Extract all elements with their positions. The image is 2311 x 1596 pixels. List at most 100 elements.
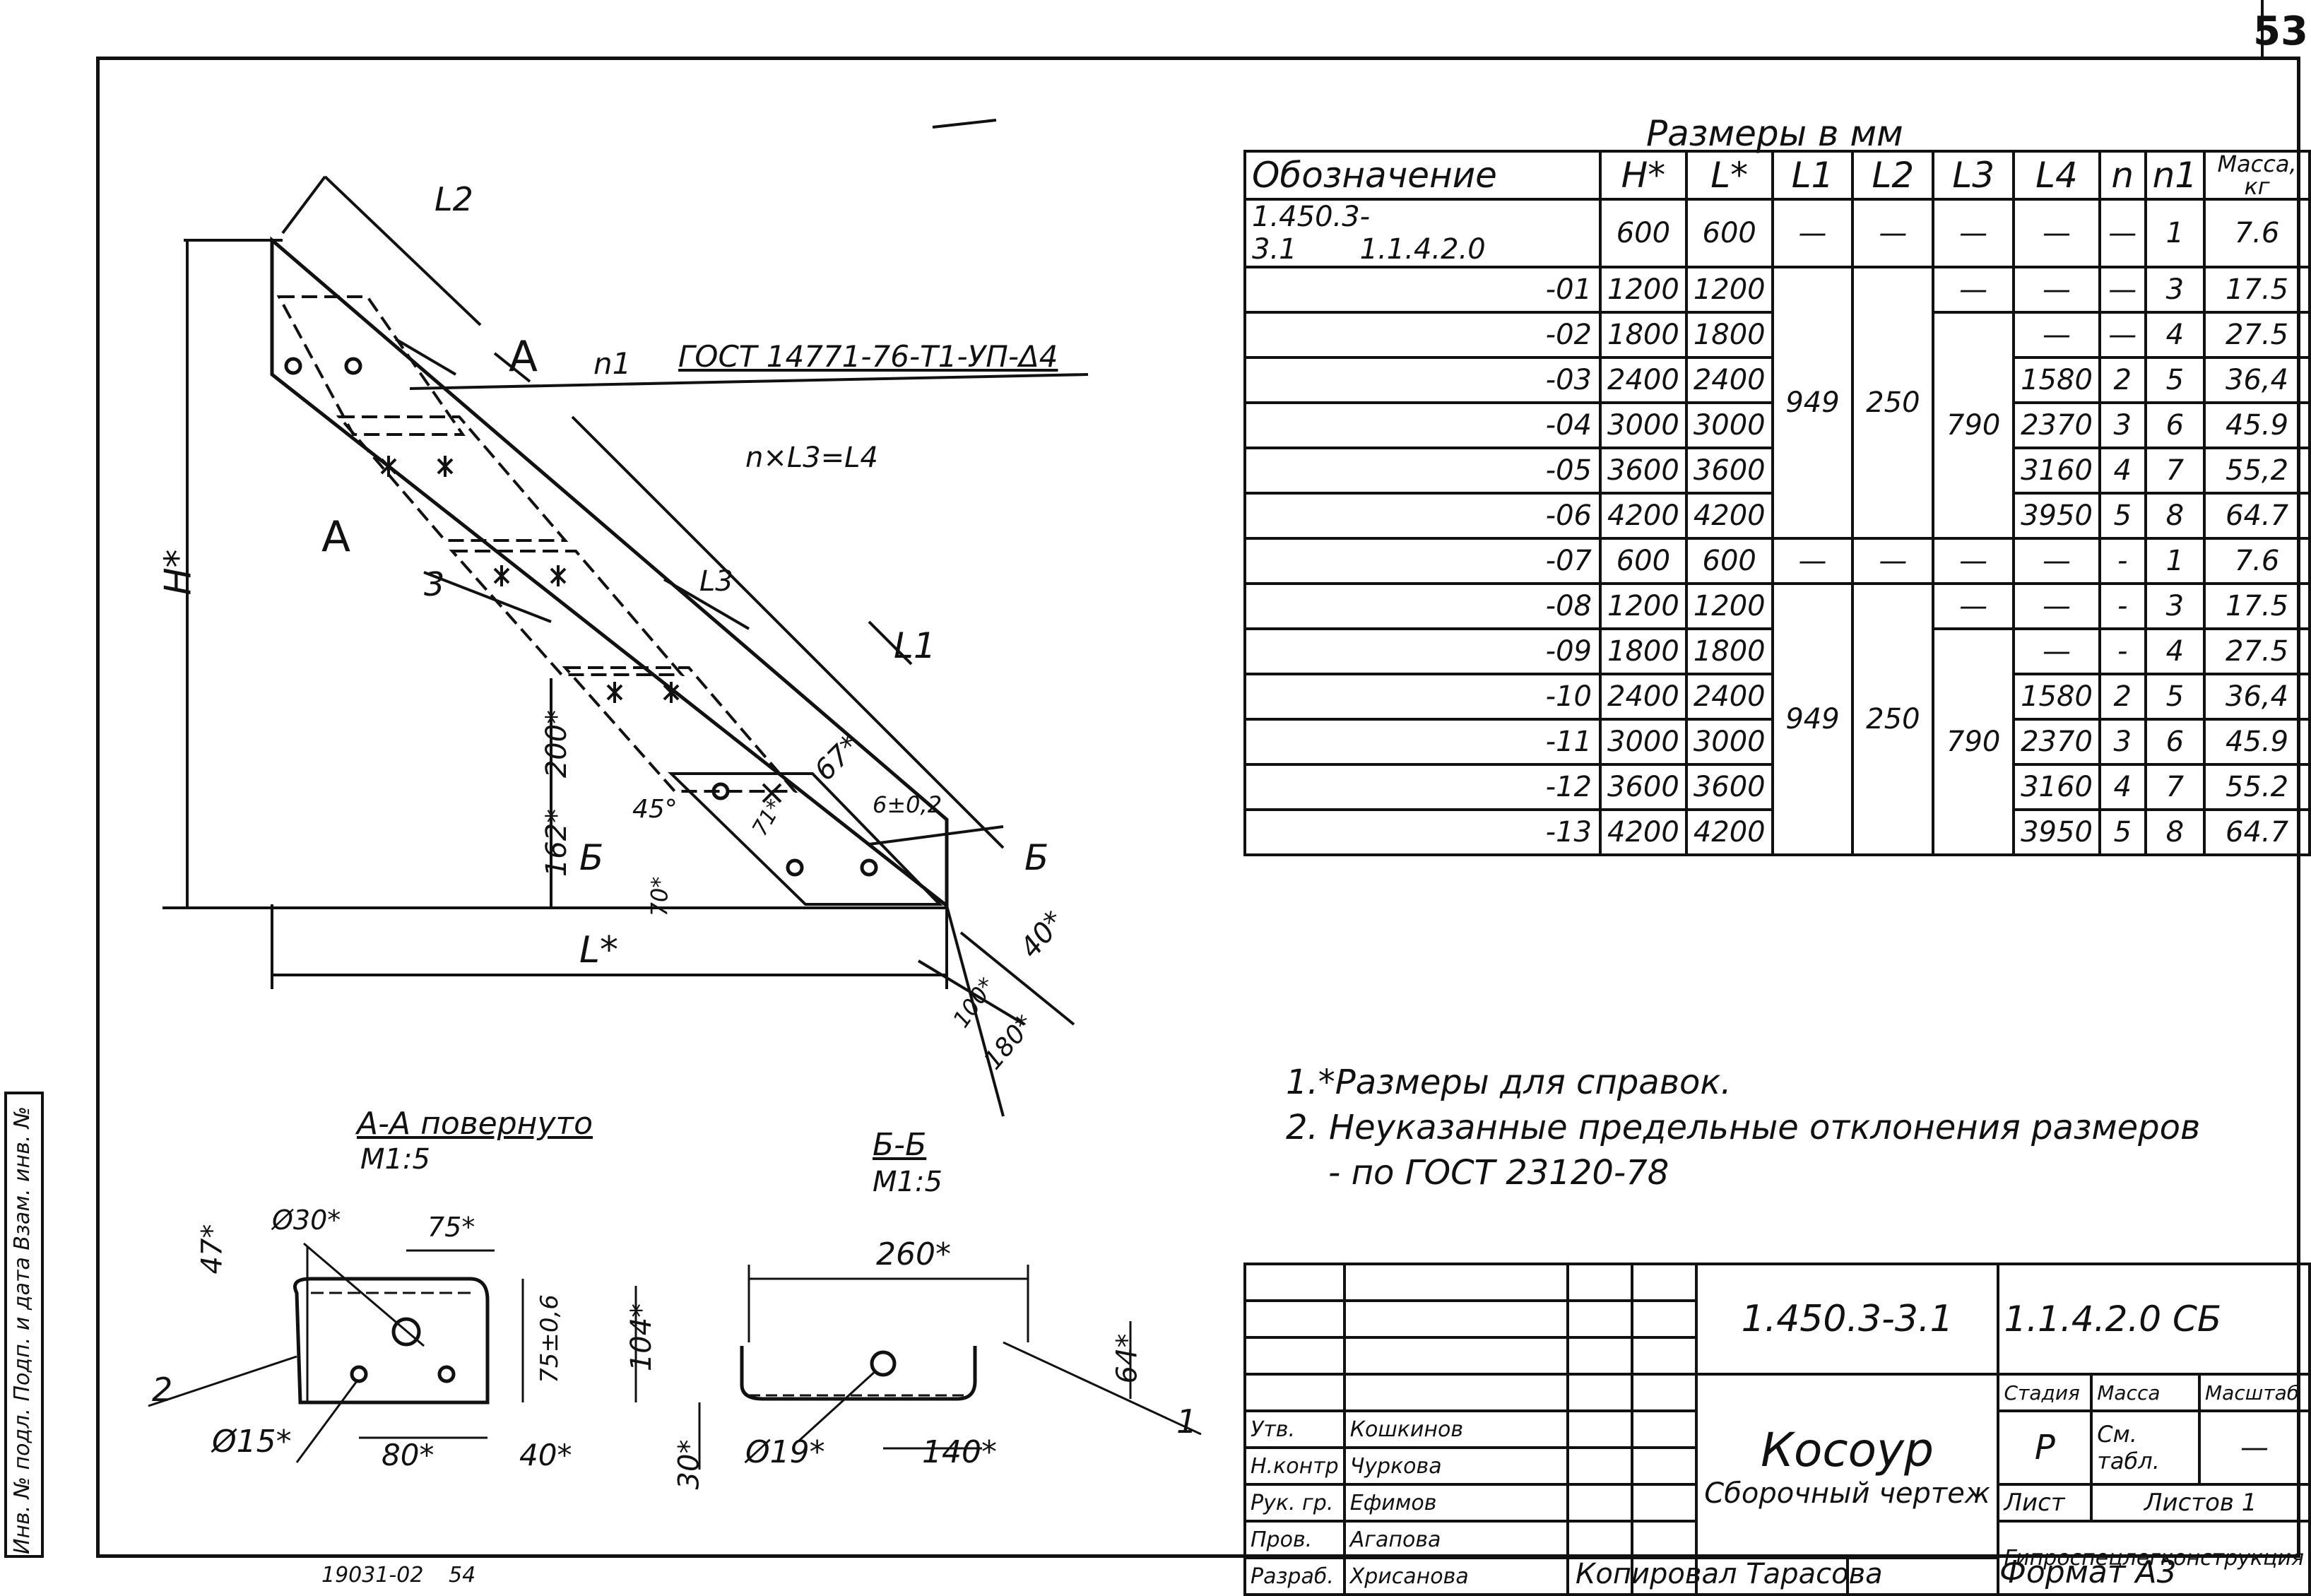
cell-L4: 3160 — [2012, 447, 2101, 495]
cell-mass: 36,4 — [2203, 356, 2311, 404]
cell-L3: — — [1932, 537, 2016, 585]
cell-H: 3000 — [1599, 718, 1688, 766]
aa-dim-40: 40* — [519, 1438, 572, 1472]
designation-doc: 1.1.4.2.0 — [1359, 233, 1486, 266]
cell-mass: 45.9 — [2203, 718, 2311, 766]
cell-L4: — — [2012, 266, 2101, 314]
cell-mass: 27.5 — [2203, 627, 2311, 675]
angle-45: 45° — [632, 795, 678, 824]
cell-L: 2400 — [1684, 673, 1774, 721]
cell-n: 2 — [2098, 356, 2147, 404]
cell-n1: 6 — [2144, 718, 2206, 766]
section-aa-scale: М1:5 — [360, 1143, 430, 1176]
cell-L4: 1580 — [2012, 673, 2101, 721]
cell-H: 2400 — [1599, 673, 1688, 721]
tb-name: Косоур — [1761, 1422, 1934, 1477]
sizes-caption: Размеры в мм — [1646, 113, 1903, 154]
tb-subname: Сборочный чертеж — [1704, 1477, 1990, 1510]
cell-H: 600 — [1599, 537, 1688, 585]
table-row: 1.450.3-3.1 1.1.4.2.0 600 600 — — — — — … — [1243, 198, 2311, 268]
row-designation: -12 — [1243, 763, 1602, 811]
hole-2 — [344, 357, 362, 375]
cell-n1: 1 — [2144, 198, 2206, 268]
row-designation: -04 — [1243, 401, 1602, 449]
bb-dim-64: 64* — [1111, 1333, 1144, 1384]
tb-role: Н.контр — [1243, 1446, 1346, 1486]
cell-L4: — — [2012, 311, 2101, 359]
tb-role: Рук. гр. — [1243, 1483, 1346, 1523]
step-plate-3 — [449, 550, 685, 676]
title-block: 1.450.3-3.1 1.1.4.2.0 СБ Косоур Сборочны… — [1243, 1263, 2311, 1596]
label-L2: L2 — [435, 180, 473, 218]
cell-L3: — — [1932, 266, 2016, 314]
cell-L: 3000 — [1684, 718, 1774, 766]
sizes-table: Обозначение H* L* L1 L2 L3 L4 n n1 Масса… — [1243, 150, 2311, 856]
cell-mass: 64.7 — [2203, 492, 2311, 540]
cell-n: 2 — [2098, 673, 2147, 721]
row-designation: -10 — [1243, 673, 1602, 721]
weld-gost-label: ГОСТ 14771-76-Т1-УП-Δ4 — [678, 339, 1058, 374]
section-mark-b-left: Б — [579, 837, 604, 878]
tb-person: Ефимов — [1342, 1483, 1569, 1523]
cell-L: 3000 — [1684, 401, 1774, 449]
row-designation: -11 — [1243, 718, 1602, 766]
cell-n1: 6 — [2144, 401, 2206, 449]
cell-L1: — — [1771, 537, 1855, 585]
cell-n1: 4 — [2144, 311, 2206, 359]
row-designation: -09 — [1243, 627, 1602, 675]
cell-n1: 7 — [2144, 763, 2206, 811]
row-designation: -08 — [1243, 582, 1602, 630]
row-designation: 1.450.3-3.1 1.1.4.2.0 — [1243, 198, 1602, 268]
bb-dim-d19: Ø19* — [745, 1434, 825, 1470]
section-aa-hole-large — [391, 1317, 421, 1347]
cell-n1: 5 — [2144, 356, 2206, 404]
tb-person: Кошкинов — [1342, 1409, 1569, 1449]
label-L1: L1 — [894, 625, 936, 666]
cell-L: 1200 — [1684, 582, 1774, 630]
cell-mass: 55.2 — [2203, 763, 2311, 811]
section-aa-profile — [293, 1277, 490, 1405]
cell-n: — — [2098, 198, 2147, 268]
cell-n1: 8 — [2144, 492, 2206, 540]
aa-dim-104: 104* — [625, 1303, 658, 1372]
step-plate-2 — [336, 415, 569, 542]
section-mark-a-top: А — [509, 332, 538, 382]
table-row: -13 4200 4200 3950 5 8 64.7 — [1243, 808, 2311, 856]
hole-3 — [711, 782, 730, 800]
col-L4: L4 — [2012, 150, 2101, 201]
table-row: -05 3600 3600 3160 4 7 55,2 — [1243, 447, 2311, 495]
cell-n1: 5 — [2144, 673, 2206, 721]
col-L3: L3 — [1932, 150, 2016, 201]
tb-person: Агапова — [1342, 1520, 1569, 1559]
row-designation: -05 — [1243, 447, 1602, 495]
aa-dim-75-tol: 75±0,6 — [535, 1294, 564, 1383]
hole-4 — [786, 858, 804, 877]
cell-L4: 1580 — [2012, 356, 2101, 404]
section-bb-title: Б-Б — [873, 1127, 927, 1163]
cell-L4: 3160 — [2012, 763, 2101, 811]
cell-n1: 3 — [2144, 582, 2206, 630]
section-bb-hole — [870, 1350, 897, 1377]
step-plate-4 — [562, 666, 798, 793]
table-row: -03 2400 2400 1580 2 5 36,4 — [1243, 356, 2311, 404]
tb-scale-label: Масштаб — [2198, 1373, 2311, 1412]
table-row: -02 1800 1800 790 — — 4 27.5 — [1243, 311, 2311, 540]
row-designation: -13 — [1243, 808, 1602, 856]
main-dimensions — [162, 119, 1089, 1117]
general-notes: 1.*Размеры для справок. 2. Неуказанные п… — [1286, 1060, 2200, 1195]
cell-n: 3 — [2098, 718, 2147, 766]
tb-stage-label: Стадия — [1997, 1373, 2093, 1412]
table-row: -04 3000 3000 2370 3 6 45.9 — [1243, 401, 2311, 449]
cell-n: - — [2098, 627, 2147, 675]
table-row: -12 3600 3600 3160 4 7 55.2 — [1243, 763, 2311, 811]
cell-L: 1800 — [1684, 311, 1774, 359]
cell-mass: 27.5 — [2203, 311, 2311, 359]
aa-dim-d30: Ø30* — [272, 1205, 341, 1236]
cell-L4: 2370 — [2012, 401, 2101, 449]
cell-L4: 2370 — [2012, 718, 2101, 766]
cell-mass: 45.9 — [2203, 401, 2311, 449]
cell-L: 1800 — [1684, 627, 1774, 675]
aa-dim-75: 75* — [427, 1212, 475, 1243]
cell-L1-merged: 949 — [1771, 582, 1855, 856]
cell-L3-merged: 790 — [1932, 311, 2016, 540]
